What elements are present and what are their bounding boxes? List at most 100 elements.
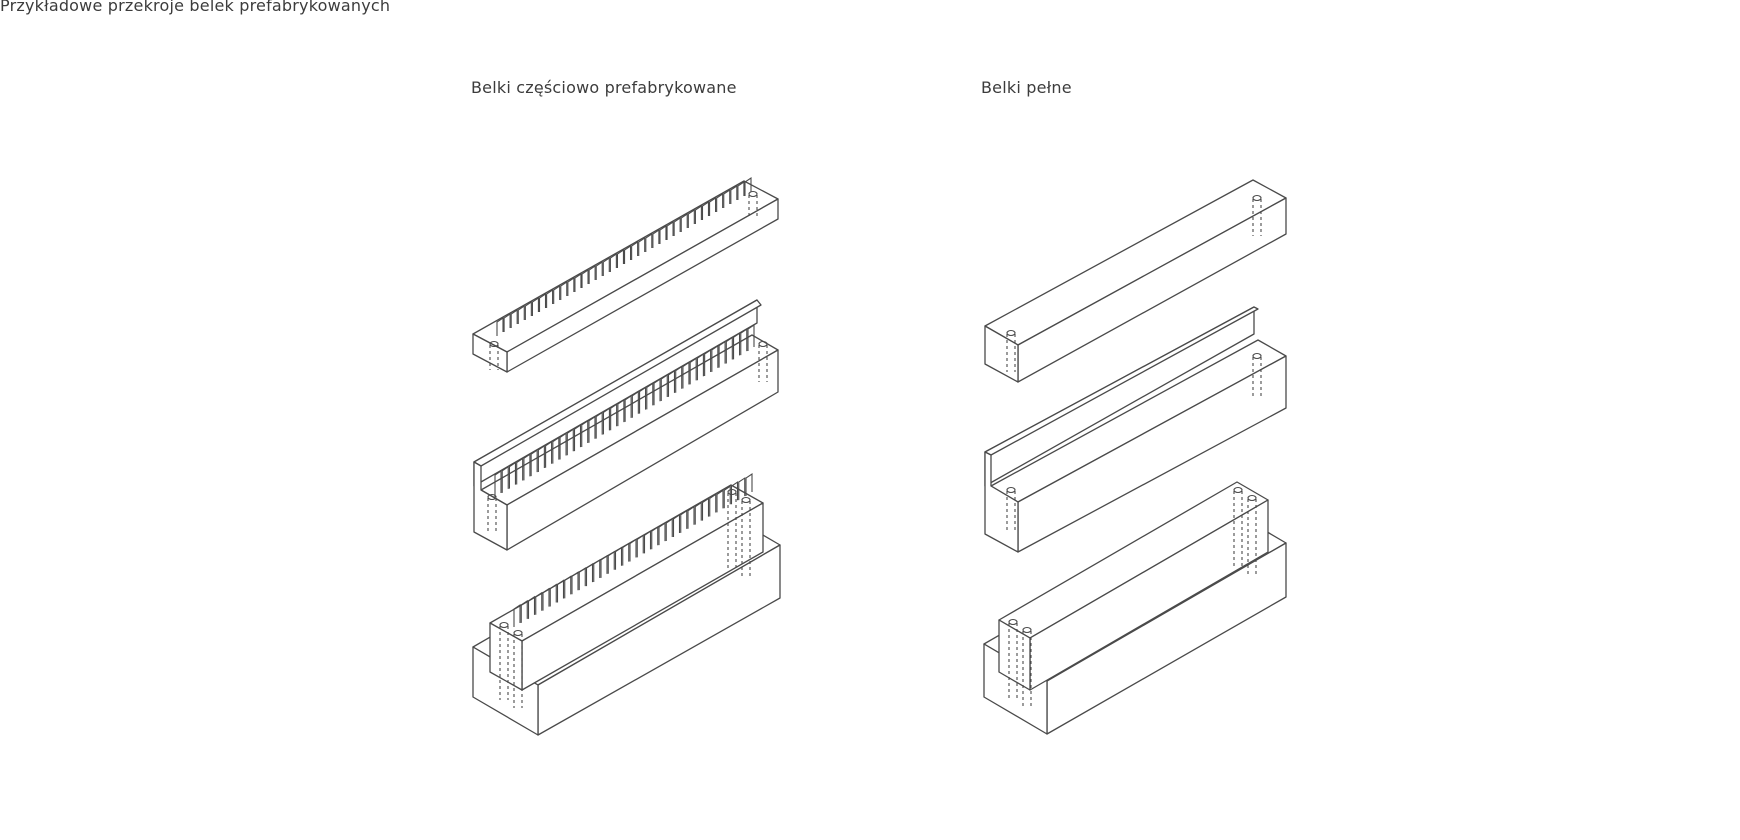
partial-l-beam [473,299,779,551]
partial-rectangular-beam [472,176,779,373]
stirrup-line [687,208,695,228]
stirrup-line [658,522,666,546]
stirrup-group [494,323,755,497]
page-title: Przykładowe przekroje belek prefabrykowa… [0,0,391,15]
stirrup-line [542,587,550,611]
stirrup-line [701,200,710,220]
stirrup-line [687,505,695,529]
dowel-top [489,340,499,348]
stirrup-line [595,411,603,439]
stirrup-line [610,403,618,431]
solid-beams-column-title: Belki pełne [981,78,1072,97]
stirrup-line [552,436,560,464]
dowel-top [1006,329,1016,337]
stirrup-line [560,280,568,300]
stirrup-line [660,374,668,402]
stirrup-line [564,575,572,599]
stirrup-line [614,546,623,570]
solid-inverted-t-beam [983,481,1287,735]
stirrup-line [629,538,637,562]
stirrup-line [538,292,547,312]
stirrup-line [623,244,632,264]
stirrup-line [523,453,531,481]
stirrup-line [694,204,702,224]
stirrup-group [513,472,753,627]
stirrup-line [520,599,528,623]
stirrup-line [607,550,615,574]
stirrup-line [593,558,601,582]
stirrup-line [510,308,518,328]
dowel-top [1252,352,1262,360]
stirrup-line [730,481,739,505]
dowel-top [727,488,737,496]
stirrup-line [631,240,639,260]
stirrup-line [624,394,632,422]
stirrup-line [745,472,753,496]
stirrup-line [725,336,733,364]
beam-end-face [984,325,1019,383]
stirrup-line [666,220,674,240]
dowel-top [1022,626,1032,634]
stirrup-line [636,534,644,558]
stirrup-line [672,513,681,537]
stirrup-line [494,469,502,497]
dowel-top [1247,494,1257,502]
stirrup-line [723,485,731,509]
stirrup-line [517,304,525,324]
stirrup-line [503,312,511,332]
stirrup-line [556,579,565,603]
stirrup-line [531,296,539,316]
stirrup-line [617,399,625,427]
stirrup-line [716,192,724,212]
stirrup-line [704,349,712,377]
dowel-top [741,496,751,504]
stirrup-line [718,340,726,368]
stirrup-line [537,444,545,472]
stirrup-line [730,184,738,204]
stirrup-line [516,457,524,485]
stirrup-line [645,232,653,252]
stirrup-line [545,440,553,468]
stirrup-line [682,361,690,389]
stirrup-line [723,188,731,208]
dowel-top [748,190,758,198]
dowel-top [1006,486,1016,494]
stirrup-line [496,316,504,336]
stirrup-line [600,554,608,578]
stirrup-line [740,328,748,356]
stirrup-line [689,357,697,385]
stirrup-line [524,300,532,320]
stirrup-line [585,563,594,587]
partial-precast-column-title: Belki częściowo prefabrykowane [471,78,737,97]
partial-inverted-t-beam [472,472,781,736]
stirrup-line [673,216,681,236]
stirrup-line [639,386,647,414]
stirrup-line [530,449,538,477]
dowel-top [1233,486,1243,494]
dowel-top [1252,194,1262,202]
stirrup-line [573,424,582,452]
stirrup-line [716,489,724,513]
stirrup-line [675,365,683,393]
stirrup-line [559,432,567,460]
stirrup-line [665,518,673,542]
dowel-top [1008,618,1018,626]
beam-end-face [984,451,1019,553]
stirrup-line [653,378,661,406]
stirrup-line [631,390,639,418]
stirrup-line [553,284,561,304]
stirrup-line [652,228,660,248]
stirrup-line [549,583,557,607]
stirrup-line [744,176,752,196]
stirrup-line [622,542,630,566]
dowel-top [513,629,523,637]
dowel-top [499,621,509,629]
stirrup-line [732,332,741,360]
stirrup-line [567,276,575,296]
stirrup-line [709,196,717,216]
stirrup-line [694,501,702,525]
stirrup-line [566,428,574,456]
stirrup-line [651,526,659,550]
stirrup-line [588,415,596,443]
stirrup-line [747,323,755,351]
